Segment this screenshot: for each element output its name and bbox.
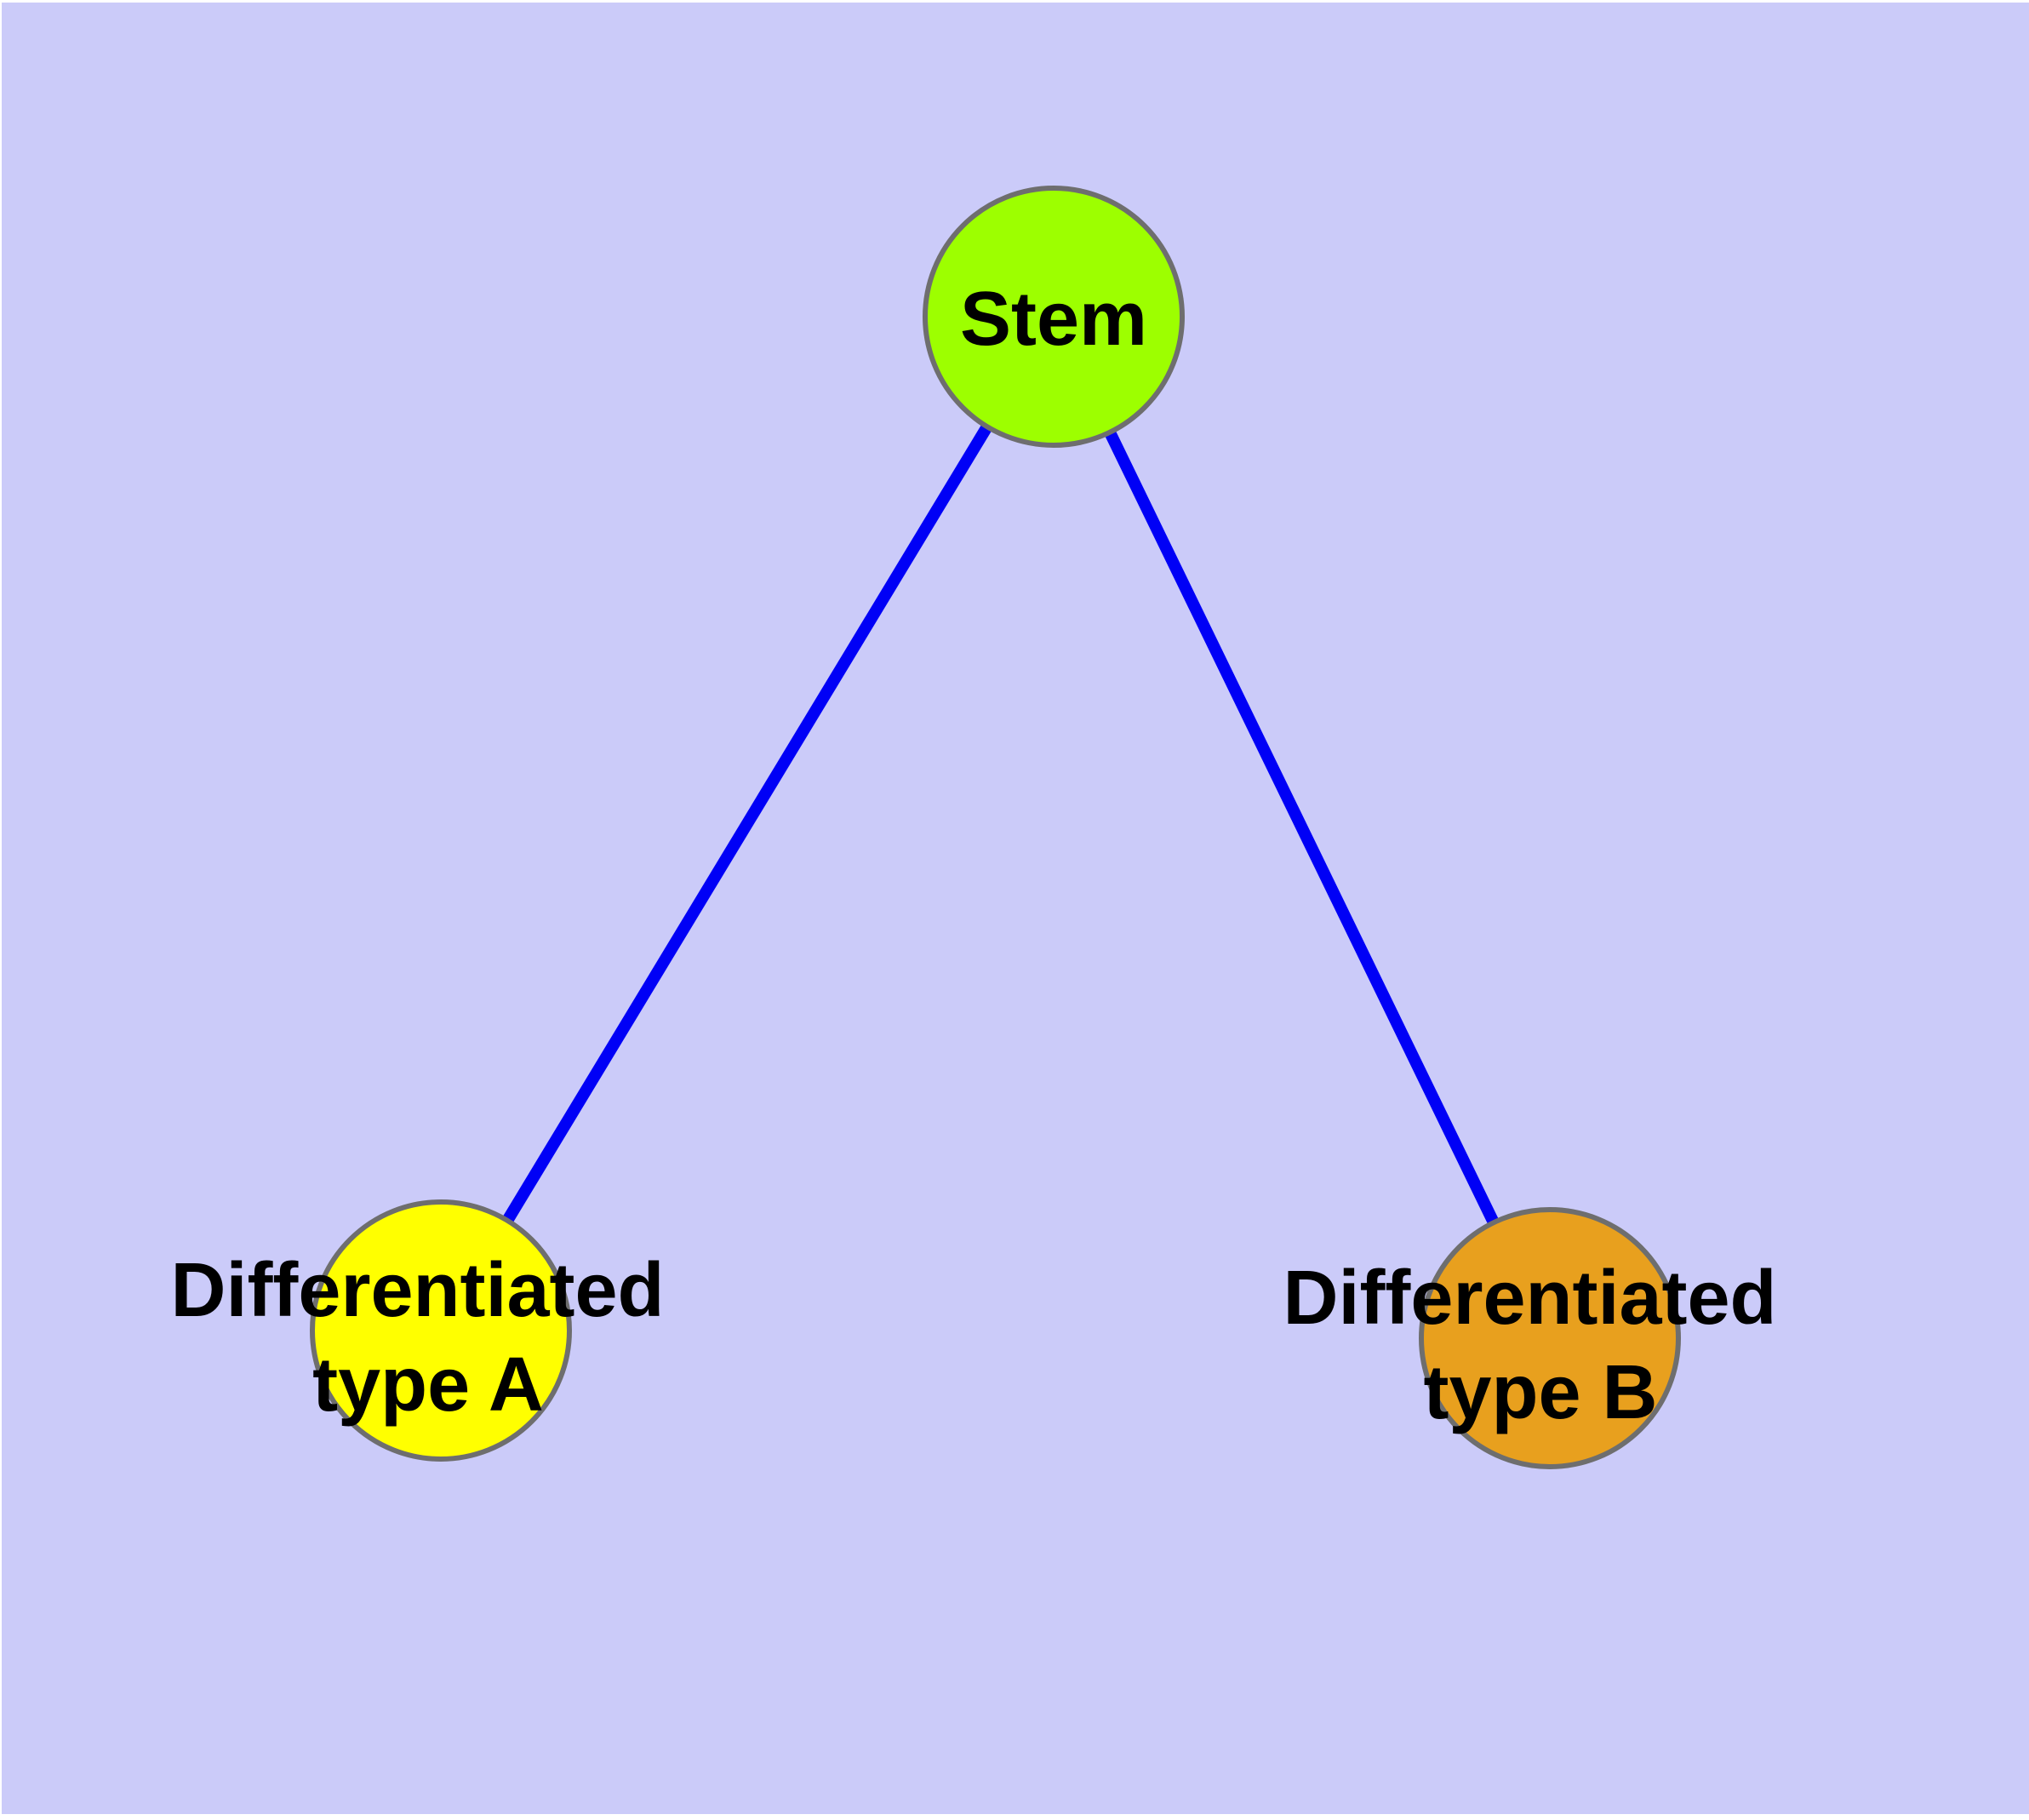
node-stem-label: Stem	[960, 277, 1147, 362]
label-layer: Stem Differentiated type A Differentiate…	[170, 277, 1798, 1435]
type-b-label-line-2: type B	[1423, 1350, 1657, 1435]
node-differentiated-type-a	[310, 1199, 572, 1462]
node-differentiated-type-a-label: Differentiated type A	[170, 1248, 685, 1428]
type-a-label-line-2: type A	[312, 1342, 544, 1428]
node-stem	[923, 186, 1185, 448]
node-differentiated-type-b-label: Differentiated type B	[1283, 1256, 1798, 1435]
node-layer	[310, 186, 1681, 1469]
edge-stem-to-type-b	[1048, 313, 1556, 1342]
type-a-label-line-1: Differentiated	[170, 1248, 664, 1333]
type-b-label-line-1: Differentiated	[1283, 1256, 1776, 1341]
edge-layer	[436, 313, 1556, 1342]
node-differentiated-type-b	[1419, 1207, 1681, 1469]
edge-stem-to-type-a	[436, 313, 1059, 1334]
